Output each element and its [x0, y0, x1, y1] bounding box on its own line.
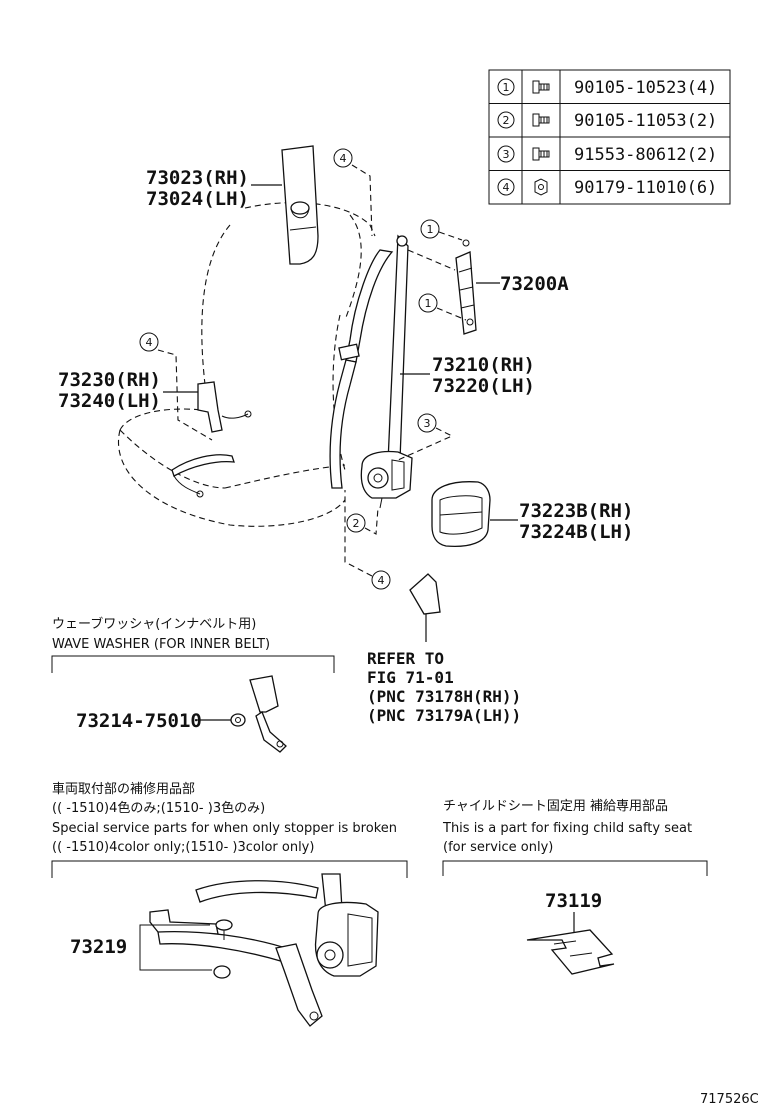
- table-ref-2: 2: [503, 114, 510, 127]
- table-row-1: 1 90105-10523(4): [497, 78, 717, 98]
- label-belt-lh: 73220(LH): [432, 375, 535, 397]
- callout-1-lower: 1: [418, 293, 467, 321]
- label-child: 73119: [545, 890, 602, 912]
- table-ref-3: 3: [503, 148, 510, 161]
- seat-belt-webbing: [329, 234, 409, 489]
- shoulder-belt-cover: [281, 145, 319, 265]
- service-belt-assy: [149, 873, 379, 1027]
- washer-bracket: [51, 655, 335, 673]
- ref-line-3: (PNC 73178H(RH)): [367, 687, 521, 706]
- table-row-3: 3 91553-80612(2): [497, 145, 717, 165]
- ref-line-2: FIG 71-01: [367, 668, 454, 687]
- label-buckle-rh: 73230(RH): [58, 369, 161, 391]
- table-part-4: 90179-11010(6): [574, 178, 717, 198]
- callout-4-bottom: 4: [344, 490, 391, 590]
- washer-title-jp: ウェーブワッシャ(インナベルト用): [52, 616, 256, 632]
- table-ref-4: 4: [503, 181, 510, 194]
- child-bracket: [442, 860, 708, 876]
- callout-4-left: 4: [139, 332, 213, 441]
- guide-dash-anchor: [407, 249, 456, 271]
- bolt-icon: [532, 147, 550, 161]
- retractor-cover: [431, 481, 491, 548]
- svg-text:1: 1: [425, 297, 432, 310]
- svg-text:3: 3: [424, 417, 431, 430]
- shoulder-anchor-adjuster: [455, 239, 477, 335]
- label-retractor-cover-lh: 73224B(LH): [519, 521, 633, 543]
- label-cover-lh: 73024(LH): [146, 188, 249, 210]
- retractor: [360, 450, 413, 509]
- svg-text:4: 4: [378, 574, 385, 587]
- child-title-en-1: This is a part for fixing child safty se…: [442, 821, 692, 836]
- callout-1-upper: 1: [420, 219, 463, 241]
- callout-4-top: 4: [333, 148, 373, 237]
- leader-service: [139, 924, 212, 971]
- table-part-1: 90105-10523(4): [574, 78, 717, 98]
- child-seat-clip-icon: [526, 929, 615, 975]
- figure-number: 717526C: [700, 1092, 759, 1107]
- label-retractor-cover-rh: 73223B(RH): [519, 500, 633, 522]
- ref-line-1: REFER TO: [367, 649, 444, 668]
- washer-title-en: WAVE WASHER (FOR INNER BELT): [52, 637, 270, 652]
- pillar-garnish-ref: [409, 573, 441, 642]
- svg-text:4: 4: [340, 152, 347, 165]
- callout-3: 3: [397, 413, 454, 461]
- service-title-jp-1: 車両取付部の補修用品部: [52, 782, 195, 797]
- child-title-en-2: (for service only): [443, 840, 553, 855]
- bolt-icon: [532, 80, 550, 94]
- table-ref-1: 1: [503, 81, 510, 94]
- service-title-jp-2: (( -1510)4色のみ;(1510- )3色のみ): [52, 800, 265, 816]
- label-cover-rh: 73023(RH): [146, 167, 249, 189]
- label-buckle-lh: 73240(LH): [58, 390, 161, 412]
- label-belt-rh: 73210(RH): [432, 354, 535, 376]
- stopper-button-icon: [215, 919, 233, 931]
- service-title-en-2: (( -1510)4color only;(1510- )3color only…: [52, 840, 314, 855]
- label-anchor: 73200A: [500, 273, 569, 295]
- stopper-washer-icon: [213, 965, 231, 979]
- inner-belt-buckle: [171, 381, 252, 498]
- child-title-jp: チャイルドシート固定用 補給専用部品: [443, 799, 668, 814]
- service-bracket: [51, 860, 408, 878]
- nut-icon: [534, 178, 548, 196]
- callout-2: 2: [346, 507, 379, 535]
- bolt-icon: [532, 113, 550, 127]
- label-service: 73219: [70, 936, 127, 958]
- svg-text:4: 4: [146, 336, 153, 349]
- label-washer: 73214-75010: [76, 710, 202, 732]
- washer-buckle: [230, 675, 287, 753]
- svg-text:1: 1: [427, 223, 434, 236]
- wave-washer-icon: [230, 713, 246, 727]
- service-title-en-1: Special service parts for when only stop…: [52, 821, 397, 836]
- ref-line-4: (PNC 73179A(LH)): [367, 706, 521, 725]
- fastener-table: 1 90105-10523(4) 2 90105-11053(2) 3: [488, 69, 731, 205]
- table-part-2: 90105-11053(2): [574, 111, 717, 131]
- table-part-3: 91553-80612(2): [574, 145, 717, 165]
- table-row-2: 2 90105-11053(2): [497, 111, 717, 131]
- table-row-4: 4 90179-11010(6): [497, 178, 717, 198]
- svg-text:2: 2: [353, 517, 360, 530]
